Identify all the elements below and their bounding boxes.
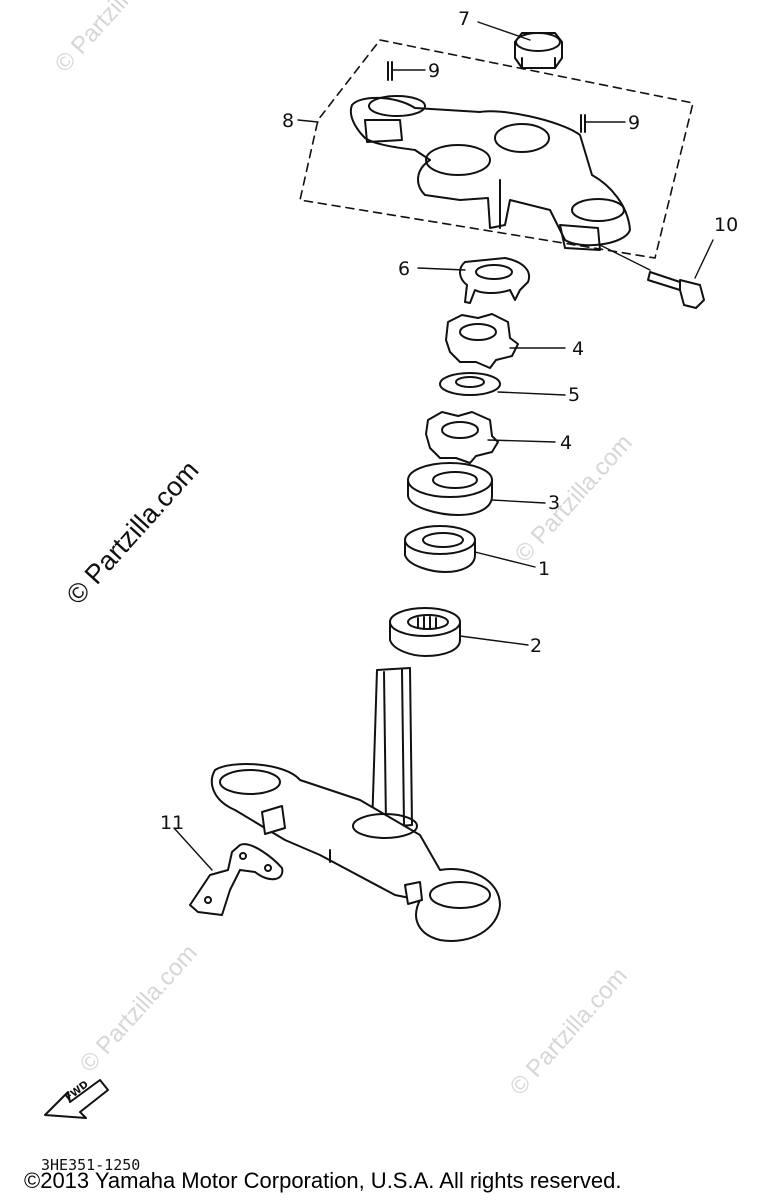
callout-6: 6 <box>398 258 411 280</box>
pin-left-part <box>387 61 393 81</box>
lock-washer-part <box>459 257 530 304</box>
callout-9-right: 9 <box>628 112 641 134</box>
fwd-arrow-icon <box>44 1079 109 1119</box>
bearing-cover-part <box>407 462 493 516</box>
under-bracket-part <box>210 667 501 942</box>
callout-8: 8 <box>282 110 295 132</box>
callout-10: 10 <box>714 214 739 236</box>
pin-right-part <box>580 114 586 133</box>
callout-2: 2 <box>530 635 543 657</box>
copyright-notice: ©2013 Yamaha Motor Corporation, U.S.A. A… <box>24 1168 622 1193</box>
diagram-code: 3HE351-1250 <box>41 1156 141 1174</box>
callout-4-lower: 4 <box>560 432 573 454</box>
ring-nut-lower-part <box>425 411 499 464</box>
callout-3: 3 <box>548 492 561 514</box>
upper-bracket-assembly-outline <box>299 39 694 259</box>
leader-lines <box>173 21 714 871</box>
callout-4-upper: 4 <box>572 338 585 360</box>
bearing-race-part <box>404 525 476 573</box>
ring-nut-upper-part <box>445 313 519 369</box>
callout-11: 11 <box>160 812 185 834</box>
ball-race-part <box>389 607 461 657</box>
callout-9-left: 9 <box>428 60 441 82</box>
upper-bracket-part <box>349 95 631 251</box>
pinch-bolt-part <box>647 271 705 309</box>
callout-1: 1 <box>538 558 551 580</box>
cap-nut-part <box>514 32 563 69</box>
washer-part <box>439 372 501 396</box>
stay-bracket-part <box>189 843 284 916</box>
callout-7: 7 <box>458 8 471 30</box>
callout-5: 5 <box>568 384 581 406</box>
